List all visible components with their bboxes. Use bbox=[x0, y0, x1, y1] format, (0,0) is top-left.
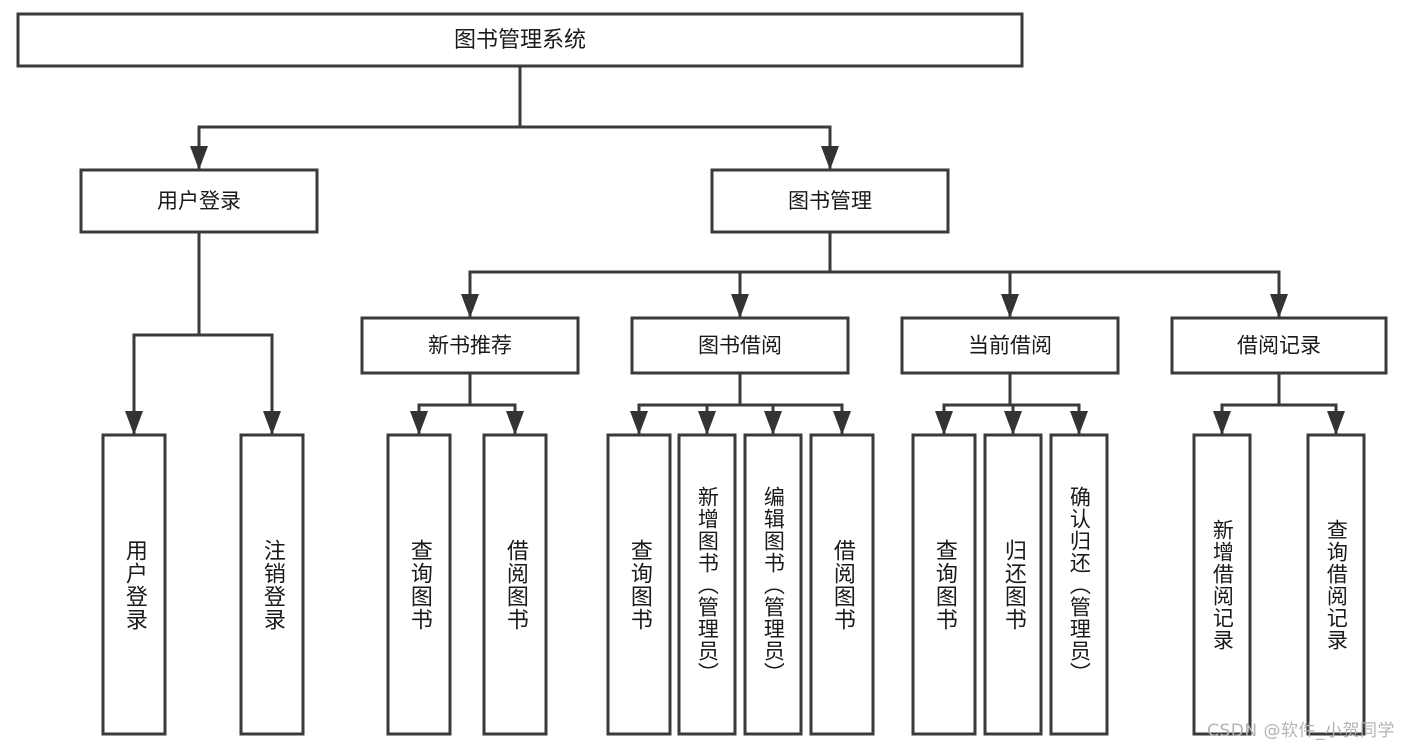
arrow-head-icon bbox=[731, 294, 749, 318]
arrow-head-icon bbox=[190, 146, 208, 170]
arrow-head-icon bbox=[1004, 411, 1022, 435]
arrow-head-icon bbox=[1270, 294, 1288, 318]
arrow-head-icon bbox=[935, 411, 953, 435]
arrow-head-icon bbox=[821, 146, 839, 170]
node-label-new-book-recommend: 新书推荐 bbox=[428, 334, 512, 358]
node-box-leaf-borrow-book-1[interactable] bbox=[482, 433, 548, 736]
node-label-user-login: 用户登录 bbox=[157, 189, 241, 213]
node-box-layer bbox=[16, 12, 1388, 736]
node-box-book-borrow[interactable] bbox=[630, 316, 850, 375]
node-box-leaf-logout-login[interactable] bbox=[239, 433, 305, 736]
arrow-head-icon bbox=[1070, 411, 1088, 435]
node-box-new-book-recommend[interactable] bbox=[360, 316, 580, 375]
arrow-head-icon bbox=[1001, 294, 1019, 318]
arrow-head-icon bbox=[833, 411, 851, 435]
arrow-head-icon bbox=[410, 411, 428, 435]
arrow-head-icon bbox=[263, 411, 281, 435]
node-box-leaf-edit-book[interactable] bbox=[743, 433, 803, 736]
node-box-leaf-query-book-1[interactable] bbox=[386, 433, 452, 736]
node-box-leaf-user-login[interactable] bbox=[101, 433, 167, 736]
arrow-head-icon bbox=[1327, 411, 1345, 435]
node-box-root[interactable] bbox=[16, 12, 1024, 68]
node-box-leaf-add-record[interactable] bbox=[1192, 433, 1252, 736]
arrow-head-icon bbox=[461, 294, 479, 318]
node-box-leaf-add-book[interactable] bbox=[677, 433, 737, 736]
node-box-borrow-record[interactable] bbox=[1170, 316, 1388, 375]
arrow-head-icon bbox=[698, 411, 716, 435]
node-box-leaf-return-book[interactable] bbox=[983, 433, 1043, 736]
node-box-leaf-confirm-return[interactable] bbox=[1049, 433, 1109, 736]
node-label-book-borrow: 图书借阅 bbox=[698, 334, 782, 358]
arrow-head-icon bbox=[506, 411, 524, 435]
node-box-leaf-query-record[interactable] bbox=[1306, 433, 1366, 736]
node-box-current-borrow[interactable] bbox=[900, 316, 1120, 375]
watermark-text: CSDN @软件_小贺同学 bbox=[1207, 721, 1395, 741]
arrow-head-icon bbox=[1213, 411, 1231, 435]
node-box-leaf-query-book-2[interactable] bbox=[606, 433, 672, 736]
node-box-leaf-borrow-book-2[interactable] bbox=[809, 433, 875, 736]
connector-layer bbox=[125, 64, 1345, 437]
arrow-head-icon bbox=[125, 411, 143, 435]
node-box-user-login[interactable] bbox=[79, 168, 319, 234]
node-label-root: 图书管理系统 bbox=[454, 28, 586, 53]
node-label-borrow-record: 借阅记录 bbox=[1237, 334, 1321, 358]
arrow-head-icon bbox=[764, 411, 782, 435]
arrow-head-icon bbox=[630, 411, 648, 435]
node-label-book-management: 图书管理 bbox=[788, 189, 872, 213]
node-box-leaf-query-book-3[interactable] bbox=[911, 433, 977, 736]
node-label-current-borrow: 当前借阅 bbox=[968, 334, 1052, 358]
node-box-book-management[interactable] bbox=[710, 168, 950, 234]
